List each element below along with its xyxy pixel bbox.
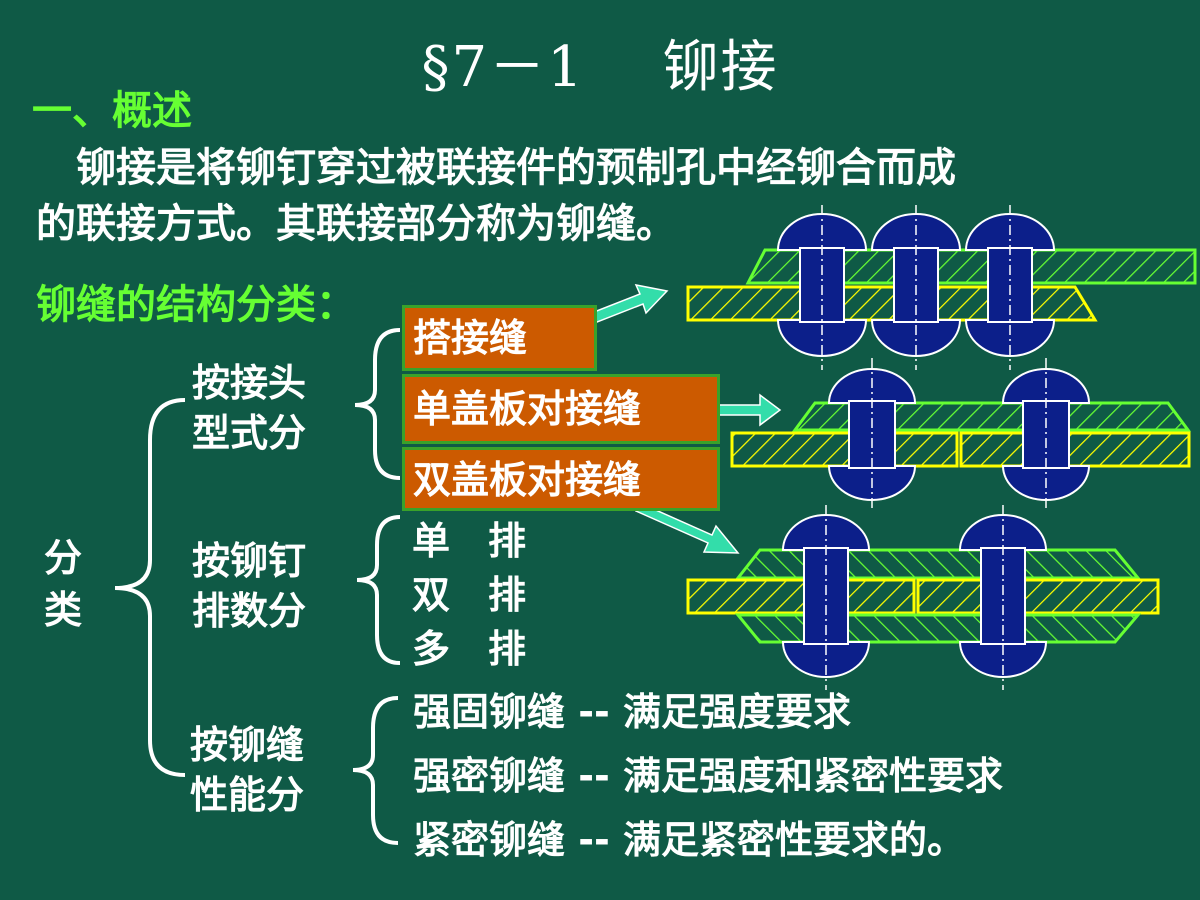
rivet-icon [781, 514, 1048, 678]
group-label-line: 按铆缝 [190, 723, 305, 767]
double-cover-butt-joint-box: 双盖板对接缝 [402, 447, 720, 511]
single-cover-butt-joint-diagram [730, 358, 1191, 512]
root-brace [114, 398, 186, 777]
list-item: 强固铆缝 -- 满足强度要求 [413, 690, 852, 734]
group-label-line: 按铆钉 [192, 539, 307, 583]
root-label-text: 分类 [44, 536, 83, 632]
paragraph-line-2: 的联接方式。其联接部分称为铆缝。 [36, 201, 676, 247]
arrow-icon [717, 393, 782, 427]
group-label-line: 型式分 [192, 411, 307, 455]
rivet-row-list: 单 排 双 排 多 排 [412, 514, 526, 676]
performance-list: 强固铆缝 -- 满足强度要求 强密铆缝 -- 满足强度和紧密性要求 紧密铆缝 -… [413, 680, 1003, 872]
lap-joint-box: 搭接缝 [402, 305, 597, 371]
list-item: 紧密铆缝 -- 满足紧密性要求的。 [413, 818, 966, 862]
group-label-line: 按接头 [192, 361, 307, 405]
list-item: 双 排 [412, 573, 527, 617]
classification-heading: 铆缝的结构分类： [36, 282, 356, 328]
brace-performance [352, 696, 399, 845]
single-cover-butt-joint-box: 单盖板对接缝 [402, 374, 720, 444]
arrow-icon [634, 502, 740, 554]
group-label-performance: 按铆缝 性能分 [190, 720, 304, 820]
list-item: 强密铆缝 -- 满足强度和紧密性要求 [413, 754, 1004, 798]
group-label-rivet-rows: 按铆钉 排数分 [192, 536, 306, 636]
paragraph-line-1: 铆接是将铆钉穿过被联接件的预制孔中经铆合而成 [36, 145, 956, 191]
group-label-joint-type: 按接头 型式分 [192, 358, 306, 458]
page-title: §7－1 铆接 [421, 35, 779, 100]
brace-joint-type [354, 328, 401, 480]
lap-joint-diagram [686, 205, 1197, 370]
list-item: 单 排 [412, 519, 527, 563]
brace-rivet-rows [356, 515, 401, 665]
group-label-line: 排数分 [192, 589, 307, 633]
section-heading: 一、概述 [32, 88, 192, 134]
intro-paragraph: 铆接是将铆钉穿过被联接件的预制孔中经铆合而成 的联接方式。其联接部分称为铆缝。 [36, 140, 956, 252]
list-item: 多 排 [412, 627, 527, 671]
tree-root-label: 分类 [44, 532, 84, 636]
double-cover-butt-joint-diagram [686, 505, 1160, 690]
rivet-icon [827, 368, 1091, 501]
group-label-line: 性能分 [190, 773, 305, 817]
